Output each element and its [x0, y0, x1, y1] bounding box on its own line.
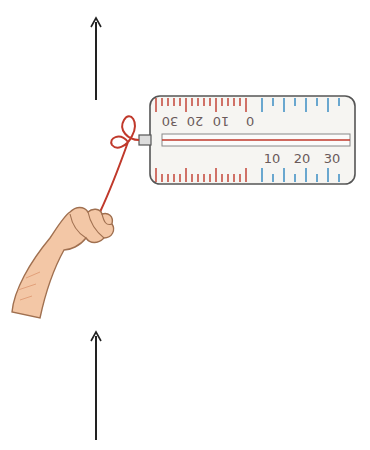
scale-number: 10 — [213, 115, 230, 128]
tick-mark — [161, 174, 162, 182]
tick-mark — [173, 98, 174, 106]
hand-shading — [18, 272, 40, 300]
force-arrow — [95, 22, 97, 100]
tick-mark — [327, 98, 328, 112]
scale-number: 20 — [187, 115, 204, 128]
force-arrow — [95, 336, 97, 440]
tick-mark — [221, 98, 222, 106]
tick-mark — [227, 174, 228, 182]
tick-mark — [167, 98, 168, 106]
tick-mark — [305, 98, 306, 112]
tick-mark — [185, 168, 186, 182]
scale-number: 0 — [246, 115, 254, 128]
tick-mark — [191, 98, 192, 106]
tick-mark — [155, 168, 156, 182]
tick-mark — [283, 98, 284, 112]
tick-mark — [209, 174, 210, 182]
tick-mark — [283, 168, 284, 182]
tick-mark — [215, 98, 216, 112]
tick-mark — [197, 174, 198, 182]
tick-mark — [179, 174, 180, 182]
tick-mark — [209, 98, 210, 106]
tick-mark — [261, 98, 262, 112]
tick-mark — [233, 174, 234, 182]
finger-lines — [70, 212, 112, 238]
tick-mark — [167, 174, 168, 182]
tick-mark — [185, 98, 186, 112]
tick-mark — [272, 174, 273, 182]
tick-mark — [294, 98, 295, 106]
tick-mark — [161, 98, 162, 106]
scale-ticks — [156, 98, 339, 182]
tick-mark — [191, 174, 192, 182]
tick-mark — [239, 174, 240, 182]
scale-body — [150, 96, 355, 184]
scale-number: 20 — [294, 152, 311, 165]
tick-mark — [338, 98, 339, 106]
hand — [12, 208, 114, 319]
tick-mark — [239, 98, 240, 106]
tick-mark — [197, 98, 198, 106]
tick-mark — [221, 174, 222, 182]
tick-mark — [215, 168, 216, 182]
tick-mark — [305, 168, 306, 182]
tick-mark — [245, 168, 246, 182]
tick-mark — [203, 98, 204, 106]
scale-number: 30 — [162, 115, 179, 128]
tick-mark — [245, 98, 246, 112]
tick-mark — [261, 168, 262, 182]
pointer-line — [162, 139, 350, 141]
tick-mark — [227, 98, 228, 106]
scale-hook — [139, 135, 151, 145]
tick-mark — [338, 174, 339, 182]
tick-mark — [173, 174, 174, 182]
string — [72, 116, 139, 214]
tick-mark — [155, 98, 156, 112]
tick-mark — [294, 174, 295, 182]
tick-mark — [179, 98, 180, 106]
tick-mark — [203, 174, 204, 182]
scale-number: 10 — [264, 152, 281, 165]
tick-mark — [233, 98, 234, 106]
tick-mark — [327, 168, 328, 182]
scale-slot — [162, 134, 350, 146]
tick-mark — [316, 174, 317, 182]
scale-number: 30 — [324, 152, 341, 165]
tick-mark — [316, 98, 317, 106]
tick-mark — [272, 98, 273, 106]
